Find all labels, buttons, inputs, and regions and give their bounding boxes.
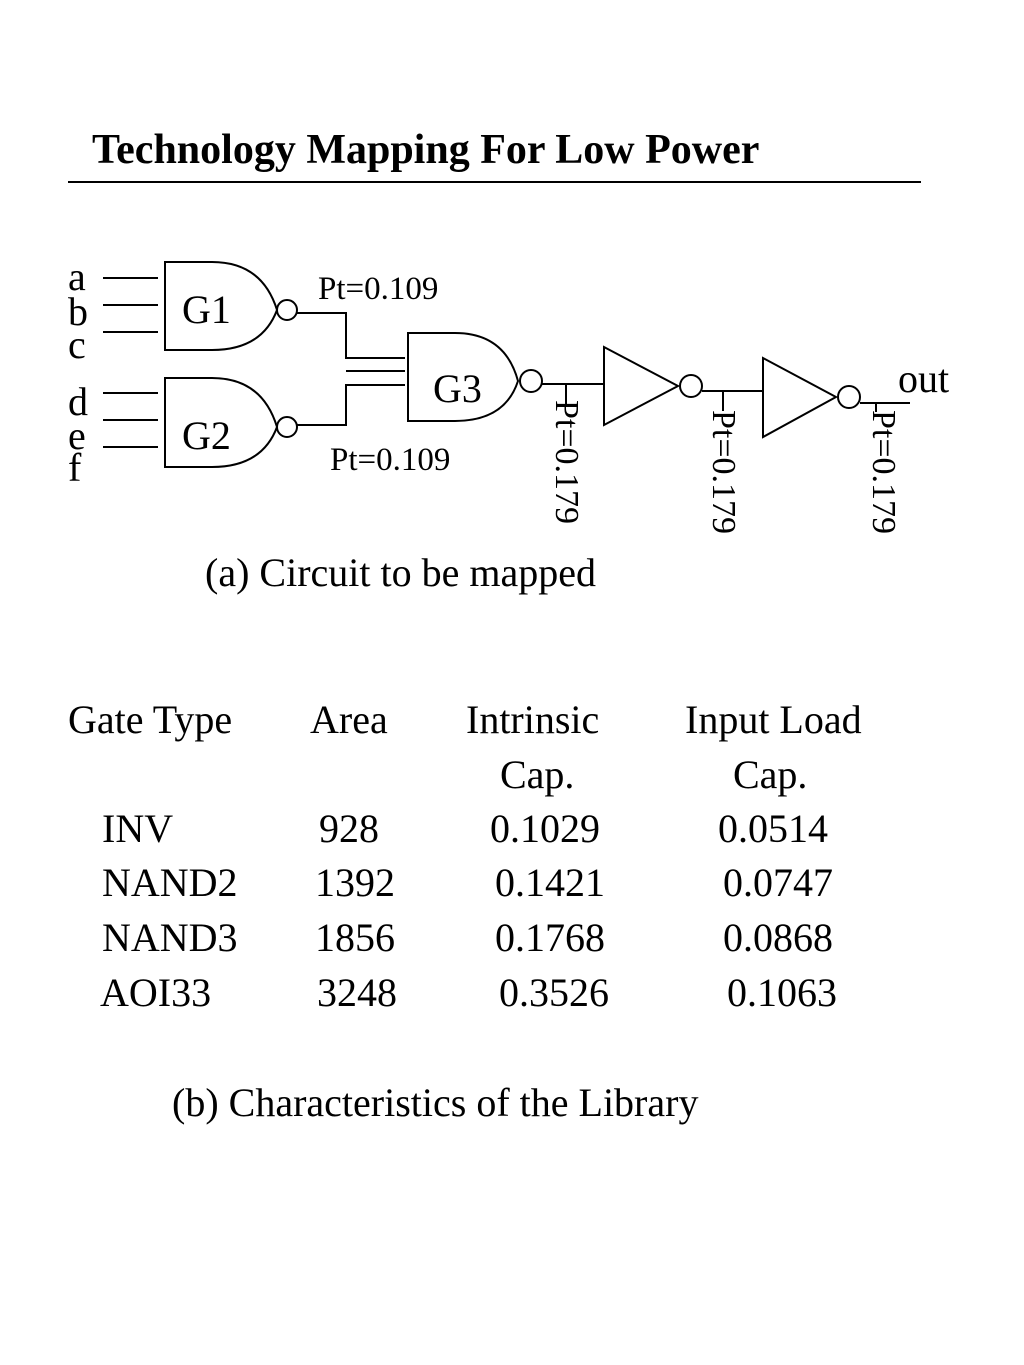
row-nand2-intrinsic: 0.1421 xyxy=(495,860,605,905)
inverter-2-bubble xyxy=(837,385,861,409)
prob-label-g2: Pt=0.109 xyxy=(330,442,450,478)
header-area: Area xyxy=(310,697,388,742)
row-aoi33-intrinsic: 0.3526 xyxy=(499,970,609,1015)
row-aoi33-area: 3248 xyxy=(317,970,397,1015)
gate-g1-bubble xyxy=(276,299,298,321)
input-label-c: c xyxy=(68,322,86,367)
row-aoi33-load: 0.1063 xyxy=(727,970,837,1015)
row-nand2-area: 1392 xyxy=(315,860,395,905)
header-input-load: Input Load xyxy=(685,697,862,742)
page-title: Technology Mapping For Low Power xyxy=(92,127,760,173)
prob-label-g1: Pt=0.109 xyxy=(318,271,438,307)
gate-g3-bubble xyxy=(519,369,543,393)
inverter-2-body xyxy=(762,356,839,439)
row-nand2-load: 0.0747 xyxy=(723,860,833,905)
inverter-1-body xyxy=(603,345,681,427)
circuit-caption: (a) Circuit to be mapped xyxy=(205,550,596,595)
header-gate-type: Gate Type xyxy=(68,697,233,742)
inverter-1-bubble xyxy=(679,374,703,398)
gate-label-g2: G2 xyxy=(182,413,231,458)
prob-label-g3: Pt=0.179 xyxy=(548,400,585,524)
header-intrinsic: Intrinsic xyxy=(466,697,600,742)
input-label-e: e xyxy=(68,413,86,458)
row-nand3-type: NAND3 xyxy=(102,915,238,960)
row-inv-intrinsic: 0.1029 xyxy=(490,806,600,851)
row-inv-area: 928 xyxy=(319,806,379,851)
header-input-load-line2: Cap. xyxy=(733,752,808,797)
input-label-f: f xyxy=(68,445,82,490)
output-label: out xyxy=(898,356,949,401)
wire-g2-g3 xyxy=(297,384,405,426)
header-intrinsic-line2: Cap. xyxy=(500,752,575,797)
row-aoi33-type: AOI33 xyxy=(100,970,212,1015)
prob-label-inv1: Pt=0.179 xyxy=(705,410,742,534)
row-nand3-load: 0.0868 xyxy=(723,915,833,960)
gate-g2-bubble xyxy=(276,416,298,438)
input-label-b: b xyxy=(68,289,88,334)
row-inv-type: INV xyxy=(102,806,174,851)
wire-g1-g3 xyxy=(297,312,405,359)
title-underline xyxy=(68,181,921,183)
row-nand3-intrinsic: 0.1768 xyxy=(495,915,605,960)
input-label-a: a xyxy=(68,254,86,299)
prob-label-inv2: Pt=0.179 xyxy=(865,410,902,534)
gate-label-g1: G1 xyxy=(182,287,231,332)
row-nand2-type: NAND2 xyxy=(102,860,238,905)
circuit-diagram: a b c d e f G1 G2 G3 Pt=0.109 Pt=0.109 P… xyxy=(68,254,949,534)
input-label-d: d xyxy=(68,379,88,424)
row-inv-load: 0.0514 xyxy=(718,806,828,851)
gate-g3-body xyxy=(407,332,520,422)
library-caption: (b) Characteristics of the Library xyxy=(172,1080,699,1125)
row-nand3-area: 1856 xyxy=(315,915,395,960)
gate-label-g3: G3 xyxy=(433,366,482,411)
